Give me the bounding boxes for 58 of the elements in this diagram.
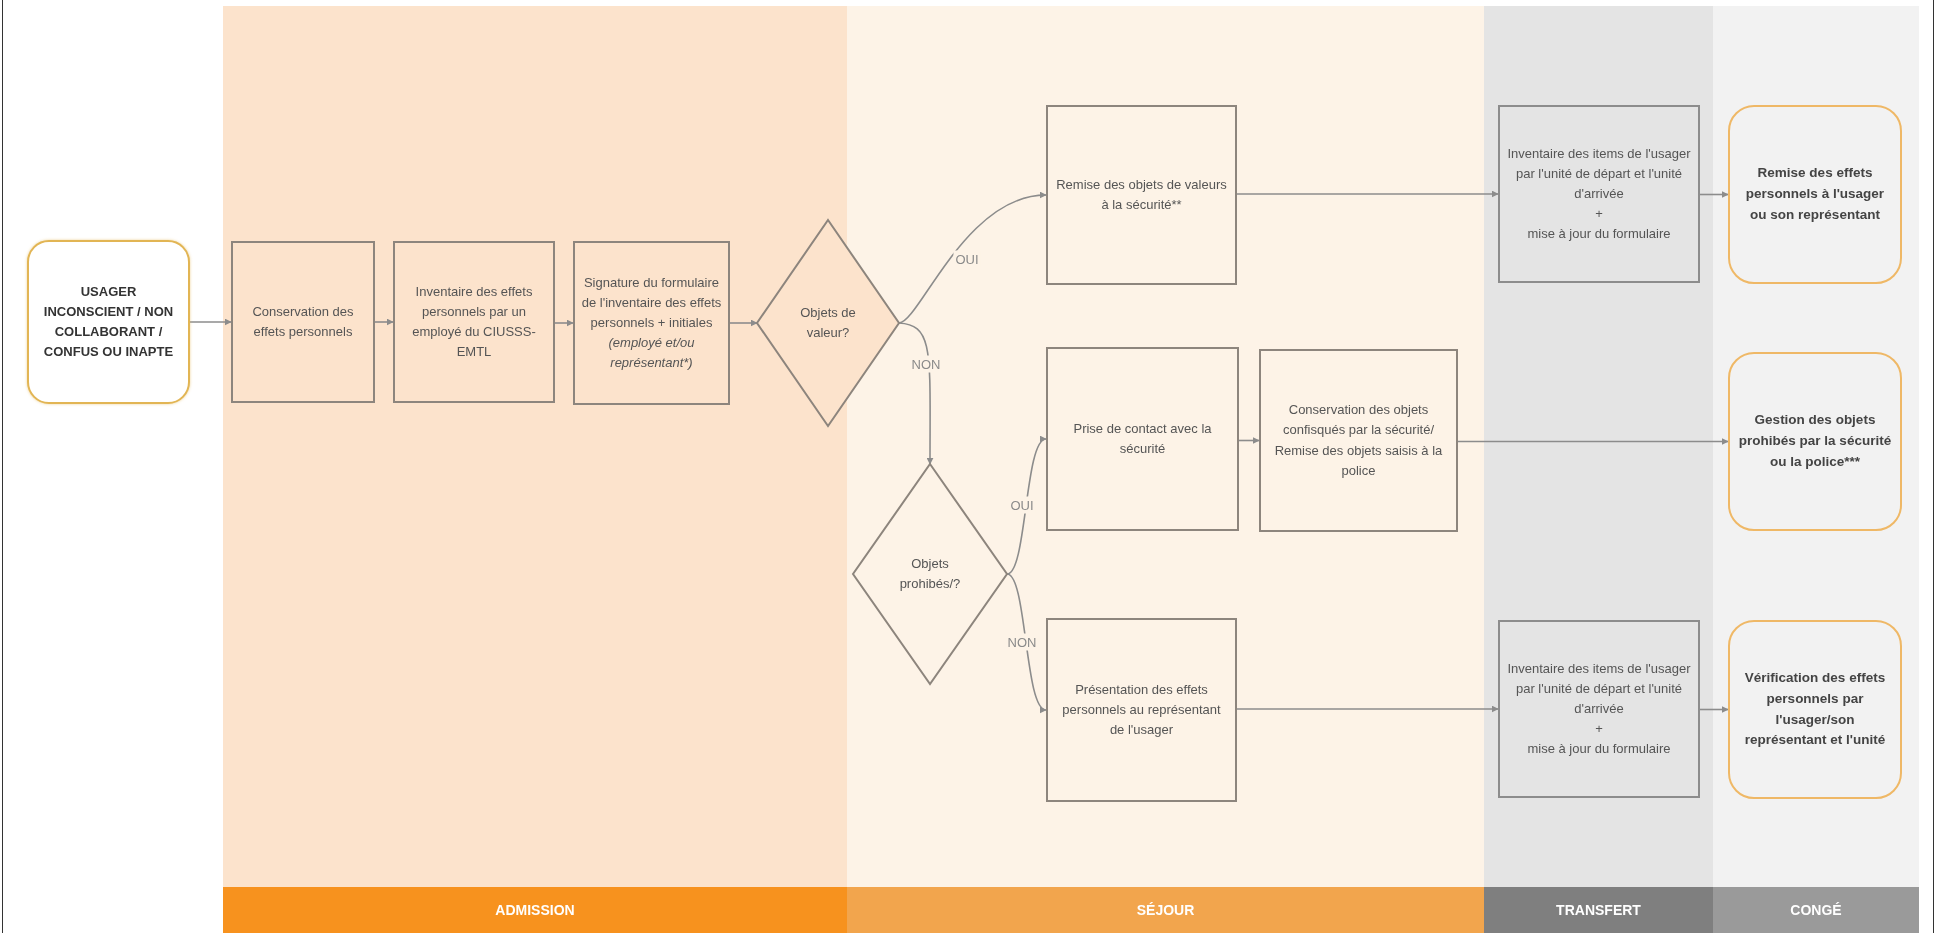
process-box <box>1498 105 1700 283</box>
edge-label: NON <box>909 355 943 373</box>
node-text: Conservation des objets confisqués par la sécurité/ Remise des objets saisis à la police <box>1273 401 1444 480</box>
node-text: mise à jour du formulaire <box>1527 225 1671 244</box>
swimlane-label: SÉJOUR <box>847 887 1484 933</box>
arrow <box>554 319 574 327</box>
swimlane-label: ADMISSION <box>223 887 847 933</box>
decision-diamond <box>853 464 1007 684</box>
node-text: Objets prohibés/? <box>898 554 962 593</box>
node-text: + <box>1595 205 1603 224</box>
arrow <box>189 318 232 326</box>
arrow <box>1236 705 1499 713</box>
arrow <box>1238 437 1260 444</box>
end-terminal <box>1728 105 1902 284</box>
process-box <box>231 241 375 403</box>
node-text: USAGER INCONSCIENT / NON COLLABORANT / CONFUS OU INAPTE <box>42 282 175 362</box>
swimlane-label: CONGÉ <box>1713 887 1919 933</box>
arrow <box>1699 706 1729 713</box>
node-text: + <box>1595 720 1603 739</box>
node-text: Inventaire des items de l'usager par l'unité de départ et l'unité d'arrivée <box>1506 659 1692 718</box>
end-terminal <box>1728 352 1902 531</box>
arrow <box>1457 438 1729 445</box>
node-text: Signature du formulaire de l'inventaire des effets personnels + initiales <box>581 273 722 332</box>
edge-label: NON <box>1005 633 1039 651</box>
node-text: mise à jour du formulaire <box>1527 740 1671 759</box>
process-box <box>1046 105 1237 285</box>
arrow <box>1699 191 1729 198</box>
node-text: Inventaire des items de l'usager par l'unité de départ et l'unité d'arrivée <box>1506 144 1692 203</box>
swimlane-background <box>1713 6 1919 933</box>
swimlane-label: TRANSFERT <box>1484 887 1713 933</box>
process-box <box>1046 347 1239 531</box>
node-text: (employé et/ou représentant*) <box>607 334 696 373</box>
arrow <box>1236 190 1499 198</box>
edge-label: OUI <box>1008 496 1036 514</box>
process-box <box>393 241 555 403</box>
node-text: Prise de contact avec la sécurité <box>1072 419 1213 458</box>
node-text: Gestion des objets prohibés par la sécurité ou la police*** <box>1738 411 1892 471</box>
arrow <box>374 318 394 326</box>
arrow <box>898 192 1047 324</box>
arrow <box>1006 438 1047 575</box>
process-box <box>1046 618 1237 802</box>
end-terminal <box>1728 620 1902 799</box>
node-text: Objets de valeur? <box>799 303 857 342</box>
arrow <box>729 319 758 327</box>
node-text: Inventaire des effets personnels par un employé du CIUSSS-EMTL <box>411 282 537 362</box>
node-text: Présentation des effets personnels au représentant de l'usager <box>1061 680 1222 740</box>
node-text: Remise des effets personnels à l'usager ou son représentant <box>1744 164 1886 224</box>
start-terminal <box>27 240 190 404</box>
arrow <box>898 322 934 465</box>
swimlane-background <box>1484 6 1713 933</box>
process-box <box>1259 349 1458 532</box>
node-text: Vérification des effets personnels par l'usager/son représentant et l'unité <box>1743 668 1887 750</box>
arrow <box>1006 573 1047 711</box>
node-text: Remise des objets de valeurs à la sécurité** <box>1055 175 1228 214</box>
node-text: Conservation des effets personnels <box>251 302 355 341</box>
process-box <box>573 241 730 405</box>
process-box <box>1498 620 1700 798</box>
decision-diamond <box>757 220 899 426</box>
